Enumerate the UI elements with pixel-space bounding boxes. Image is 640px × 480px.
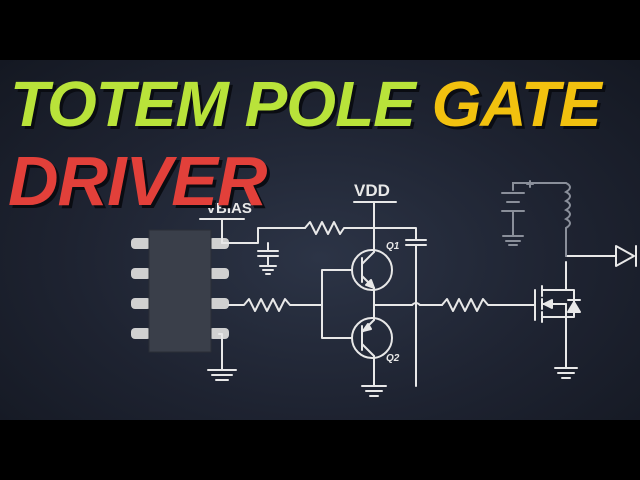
vdd-label: VDD bbox=[354, 181, 390, 200]
supply-circuit bbox=[501, 180, 571, 257]
mosfet bbox=[534, 261, 581, 379]
vbias-rail bbox=[199, 218, 306, 244]
background-panel bbox=[0, 60, 640, 420]
title-line-1: TOTEM POLE GATE bbox=[10, 72, 602, 136]
input-resistor bbox=[228, 269, 353, 339]
vdd-bypass-capacitor bbox=[373, 227, 427, 387]
title-word-totem-pole: TOTEM POLE bbox=[10, 68, 416, 140]
q1-label: Q1 bbox=[386, 241, 400, 252]
ic-body bbox=[148, 229, 212, 353]
ic-pins-right bbox=[209, 238, 229, 339]
ic-ground bbox=[207, 333, 237, 381]
driver-ic bbox=[131, 229, 229, 353]
title-word-gate: GATE bbox=[431, 68, 602, 140]
q2-label: Q2 bbox=[386, 353, 400, 364]
output-node bbox=[373, 298, 536, 312]
q1-npn-transistor bbox=[351, 249, 393, 306]
title-line-2: DRIVER bbox=[8, 142, 267, 220]
bias-resistor bbox=[304, 221, 375, 235]
ic-pins-left bbox=[131, 238, 151, 339]
vbias-label: VBIAS bbox=[206, 200, 252, 217]
q2-ground bbox=[361, 385, 387, 397]
bias-capacitor bbox=[257, 242, 279, 275]
q2-pnp-transistor bbox=[351, 304, 393, 387]
output-diode bbox=[565, 245, 637, 267]
